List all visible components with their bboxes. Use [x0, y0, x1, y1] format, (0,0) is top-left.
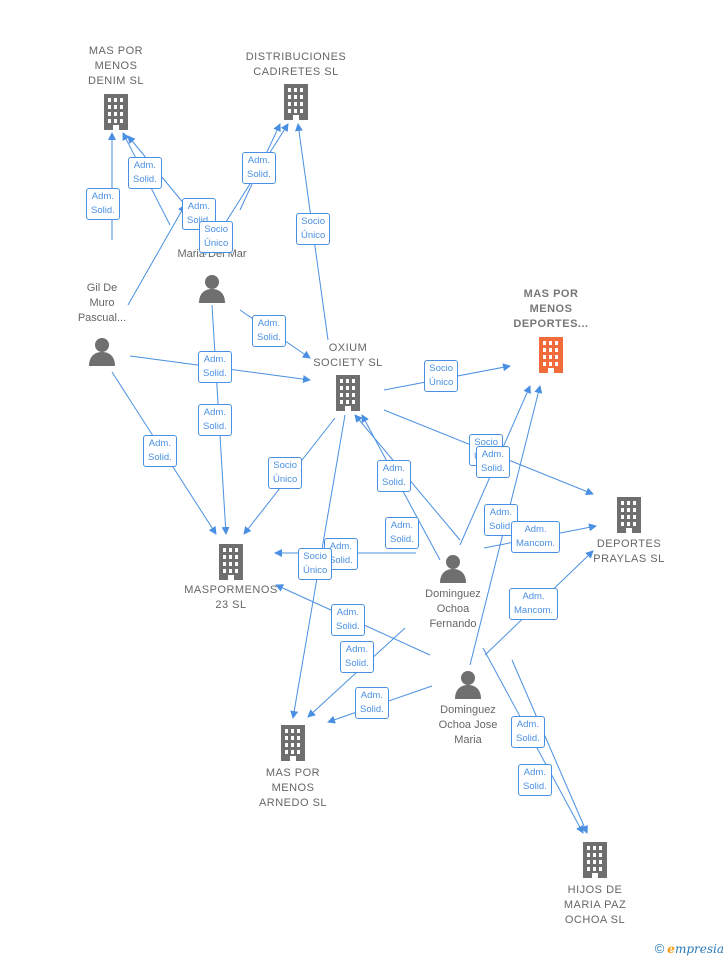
relation-badge[interactable]: Adm. Solid.: [355, 687, 389, 719]
relation-badge[interactable]: Adm. Solid.: [143, 435, 177, 467]
relation-badge[interactable]: Adm. Solid.: [242, 152, 276, 184]
person-icon[interactable]: [453, 669, 483, 704]
edge-26: [511, 659, 588, 834]
relation-badge[interactable]: Socio Único: [296, 213, 331, 245]
relation-badge[interactable]: Adm. Solid.: [518, 764, 552, 796]
copyright-icon: ©: [654, 941, 665, 956]
building-icon[interactable]: [101, 94, 131, 135]
node-label[interactable]: MAS POR MENOS ARNEDO SL: [258, 767, 328, 809]
relation-badge[interactable]: Adm. Solid.: [128, 157, 162, 189]
node-label[interactable]: Dominguez Ochoa Fernando: [425, 588, 481, 630]
person-icon[interactable]: [87, 336, 117, 371]
relation-badge[interactable]: Adm. Mancom.: [509, 588, 559, 620]
relation-badge[interactable]: Adm. Solid.: [198, 404, 232, 436]
relation-badge[interactable]: Adm. Solid.: [331, 604, 365, 636]
building-icon[interactable]: [580, 842, 610, 883]
brand-logo-e: e: [667, 942, 675, 956]
building-icon[interactable]: [333, 375, 363, 416]
node-label[interactable]: DEPORTES PRAYLAS SL: [593, 538, 665, 565]
node-label[interactable]: HIJOS DE MARIA PAZ OCHOA SL: [563, 884, 627, 926]
building-icon[interactable]: [536, 337, 566, 378]
node-label[interactable]: MAS POR MENOS DENIM SL: [88, 45, 144, 87]
relation-badge[interactable]: Socio Único: [298, 548, 333, 580]
relation-badge[interactable]: Adm. Solid.: [86, 188, 120, 220]
node-label[interactable]: MASPORMENOS 23 SL: [184, 584, 278, 611]
relation-badge[interactable]: Adm. Solid.: [340, 641, 374, 673]
relation-badge[interactable]: Socio Único: [199, 221, 234, 253]
relation-badge[interactable]: Adm. Solid.: [252, 315, 286, 347]
building-icon[interactable]: [278, 725, 308, 766]
building-icon[interactable]: [216, 544, 246, 585]
node-label[interactable]: Dominguez Ochoa Jose Maria: [438, 704, 498, 746]
person-icon[interactable]: [197, 273, 227, 308]
relation-badge[interactable]: Adm. Mancom.: [511, 521, 561, 553]
brand-logo-text: mpresia: [674, 942, 724, 956]
edge-2: [127, 204, 186, 306]
relation-badge[interactable]: Adm. Solid.: [385, 517, 419, 549]
relation-badge[interactable]: Adm. Solid.: [377, 460, 411, 492]
relation-badge[interactable]: Adm. Solid.: [511, 716, 545, 748]
person-icon[interactable]: [438, 553, 468, 588]
node-label[interactable]: Gil De Muro Pascual...: [77, 282, 127, 324]
building-icon[interactable]: [281, 84, 311, 125]
footer-brand: ©empresia: [655, 941, 724, 956]
node-label[interactable]: DISTRIBUCIONES CADIRETES SL: [245, 51, 347, 78]
building-icon[interactable]: [614, 497, 644, 538]
relation-badge[interactable]: Adm. Solid.: [198, 351, 232, 383]
relation-badge[interactable]: Adm. Solid.: [324, 538, 358, 570]
node-label[interactable]: OXIUM SOCIETY SL: [313, 342, 383, 369]
node-label[interactable]: MAS POR MENOS DEPORTES...: [513, 288, 589, 330]
relation-badge[interactable]: Socio Único: [268, 457, 303, 489]
relation-badge[interactable]: Adm. Solid.: [476, 446, 510, 478]
relation-badge[interactable]: Socio Único: [424, 360, 459, 392]
